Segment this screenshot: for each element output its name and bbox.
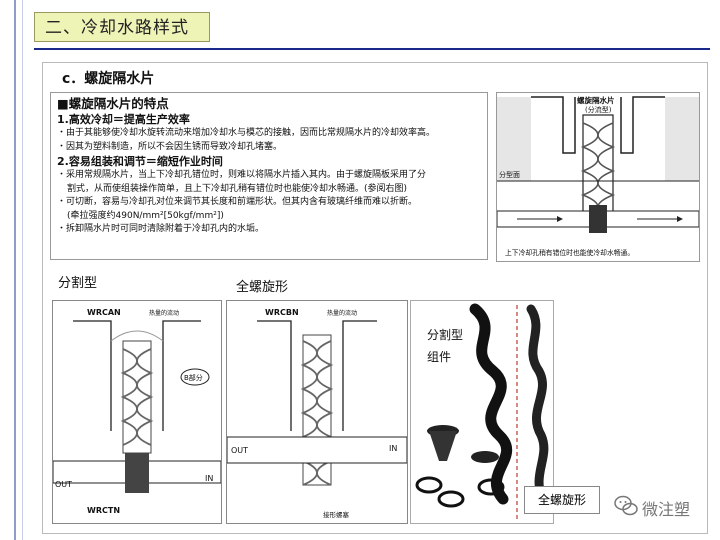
photo-full-spiral-label: 全螺旋形 [524, 486, 600, 514]
wechat-logo-icon [614, 494, 638, 518]
diagram-caption: 上下冷却孔稍有错位时也能使冷却水畅通。 [505, 248, 634, 257]
section-title: c．螺旋隔水片 [62, 71, 155, 87]
model-wrctn: WRCTN [87, 506, 120, 515]
feature-2-bullet-1: ・采用常规隔水片，当上下冷却孔错位时，则难以将隔水片插入其内。由于螺旋隔板采用了… [57, 170, 427, 180]
diagram-title: 螺旋隔水片 [577, 95, 615, 105]
sidebar-line [14, 0, 16, 540]
full-spiral-diagram: WRCBN 热量的流动 OUT IN 接形螺塞 [226, 300, 408, 524]
feature-1-bullet-1: ・由于其能够使冷却水旋转流动来增加冷却水与模芯的接触，因而比常规隔水片的冷却效率… [57, 128, 436, 138]
bottom-plug-label: 接形螺塞 [323, 510, 350, 519]
diagram-subtitle: (分流型) [585, 105, 612, 114]
watermark-text: 微注塑 [642, 500, 691, 519]
split-type-caption: 分割型 [58, 276, 98, 291]
out-label-2: OUT [231, 446, 248, 455]
features-box: ■螺旋隔水片的特点 1.高效冷却＝提高生产效率 ・由于其能够使冷却水旋转流动来增… [50, 92, 488, 260]
split-type-diagram: WRCAN 热量的流动 B部分 OUT IN WRCTN [52, 300, 222, 524]
parting-plane-label: 分型面 [499, 170, 520, 179]
heat-flow-label: 热量的流动 [149, 309, 179, 317]
feature-2-title: 2.容易组装和调节＝缩短作业时间 [57, 155, 223, 168]
feature-2-bullet-2-cont: (牵拉强度约490N/mm²[50kgf/mm²]) [67, 210, 224, 221]
in-label-2: IN [389, 444, 397, 453]
part-b-label: B部分 [184, 373, 203, 382]
photo-split-label-2: 组件 [427, 350, 451, 364]
feature-1-title: 1.高效冷却＝提高生产效率 [57, 113, 190, 126]
model-wrcbn: WRCBN [265, 308, 299, 317]
photo-split-label-1: 分割型 [427, 327, 463, 342]
slide-title: 二、冷却水路样式 [34, 12, 210, 42]
full-spiral-caption: 全螺旋形 [236, 280, 289, 295]
full-spiral-svg: WRCBN 热量的流动 OUT IN 接形螺塞 [226, 308, 408, 519]
feature-1-bullet-2: ・因其为塑料制造，所以不会因生锈而导致冷却孔堵塞。 [57, 141, 283, 152]
out-label: OUT [55, 480, 72, 489]
component-photo-svg: 分割型 组件 [415, 303, 549, 519]
features-heading: ■螺旋隔水片的特点 [57, 96, 169, 111]
model-wrcan: WRCAN [87, 308, 121, 317]
split-type-svg: WRCAN 热量的流动 B部分 OUT IN WRCTN [52, 308, 222, 515]
spiral-baffle-diagram: 螺旋隔水片 (分流型) 分型面 上下冷却孔稍有错位时也能使冷却水畅通。 [496, 92, 700, 262]
in-label: IN [205, 474, 213, 483]
sidebar-line-thin [22, 0, 23, 540]
spiral-baffle-svg: 螺旋隔水片 (分流型) 分型面 上下冷却孔稍有错位时也能使冷却水畅通。 [496, 95, 700, 257]
feature-2-bullet-3: ・拆卸隔水片时可同时清除附着于冷却孔内的水垢。 [57, 224, 265, 234]
component-photo: 分割型 组件 [410, 300, 554, 524]
heat-flow-label-2: 热量的流动 [327, 309, 357, 317]
header-divider [34, 48, 710, 50]
feature-2-bullet-1-cont: 割式，从而使组装操作简单，且上下冷却孔稍有错位时也能使冷却水畅通。(参阅右图) [67, 183, 408, 194]
feature-2-bullet-2: ・可切断，容易与冷却孔对位来调节其长度和前端形状。但其内含有玻璃纤维而难以折断。 [57, 197, 418, 207]
